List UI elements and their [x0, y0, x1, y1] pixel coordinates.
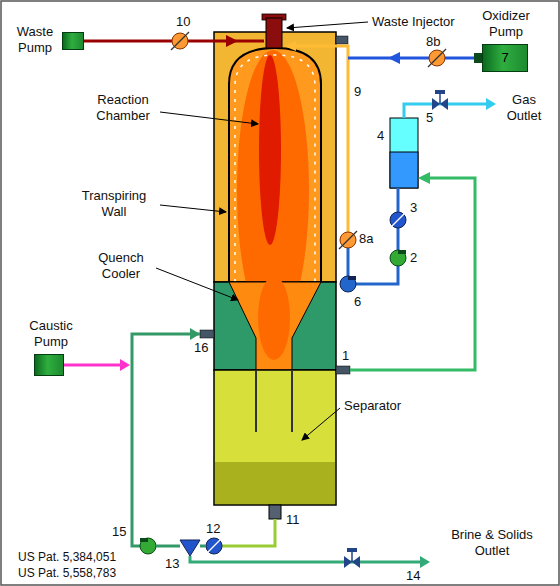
part-label: Quench Cooler — [88, 250, 154, 282]
callout-number: 8b — [426, 34, 440, 50]
callout-number: 1 — [342, 348, 349, 364]
callout-number: 9 — [354, 84, 361, 100]
callout-number: 6 — [354, 294, 361, 310]
pump-body — [34, 354, 64, 376]
callout-number: 8a — [359, 231, 373, 247]
callout-number: 3 — [410, 200, 417, 216]
part-label: Reaction Chamber — [88, 92, 158, 124]
callout-number: 11 — [286, 512, 300, 528]
pump-label: Oxidizer Pump — [466, 8, 546, 40]
callout-number: 15 — [112, 524, 126, 540]
pump-body — [62, 32, 84, 50]
pump-label: Caustic Pump — [20, 318, 82, 350]
pump-label: Waste Pump — [12, 24, 58, 56]
callout-number: 12 — [206, 521, 220, 537]
callout-number: 5 — [426, 110, 433, 126]
part-label: Gas Outlet — [497, 92, 551, 124]
callout-number: 7 — [501, 50, 508, 66]
pump-node: 7 Oxidizer Pump — [466, 8, 546, 78]
callout-number: 10 — [176, 14, 190, 30]
callout-number: 13 — [165, 556, 179, 572]
callout-number: 4 — [377, 128, 384, 144]
callout-number: 14 — [406, 568, 420, 584]
pump-node: Caustic Pump — [20, 318, 94, 378]
patent-note: US Pat. 5,384,051 — [18, 550, 116, 565]
part-label: Transpiring Wall — [70, 188, 158, 220]
pump-node: Waste Pump — [12, 24, 90, 60]
part-label: Waste Injector — [372, 14, 455, 30]
patent-note: US Pat. 5,558,783 — [18, 566, 116, 581]
part-label: Brine & Solids Outlet — [436, 527, 548, 559]
part-label: Separator — [344, 398, 401, 414]
pump-body: 7 — [482, 44, 528, 72]
callout-number: 16 — [194, 340, 208, 356]
callout-number: 2 — [410, 250, 417, 266]
